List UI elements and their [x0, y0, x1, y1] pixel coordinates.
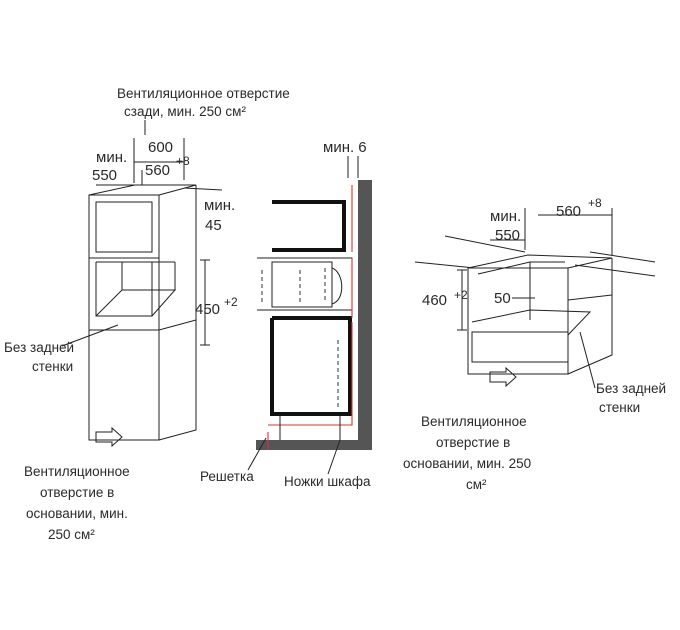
vent-base-right-line1: Вентиляционное [421, 414, 527, 429]
no-back-wall-line2: стенки [32, 359, 73, 374]
vent-base-text-line3: основании, мин. [26, 506, 128, 521]
dim-600-label: 600 [148, 139, 173, 156]
grille-label: Решетка [200, 469, 254, 484]
vent-base-arrow-icon-right [489, 366, 517, 388]
vent-base-right-line2: отверстие в [436, 435, 510, 450]
dim-min-label-right: мин. [490, 208, 521, 225]
vent-base-right-line3: основании, мин. 250 [403, 456, 531, 471]
vent-base-right-line4: см² [466, 477, 487, 492]
dim-min6-label: мин. 6 [323, 139, 367, 156]
vent-rear-text-line2: сзади, мин. 250 см² [124, 104, 246, 119]
right-cabinet: мин. 550 560 +8 460 +2 50 Без задней сте… [403, 196, 666, 492]
dim-450-tolerance: +2 [224, 295, 238, 309]
wall [358, 180, 372, 450]
dim-550-label-right: 550 [495, 227, 520, 244]
dim-560-tolerance: +8 [176, 154, 190, 168]
middle-section: мин. 6 Решетка Ножки шкафа [200, 139, 372, 489]
no-back-wall-right-line1: Без задней [596, 381, 666, 396]
dim-min45-label-a: мин. [204, 197, 235, 214]
cabinet-feet-label: Ножки шкафа [284, 474, 371, 489]
dim-min-label: мин. [96, 149, 127, 166]
dim-560-label-right: 560 [556, 203, 581, 220]
vent-rear-text-line1: Вентиляционное отверстие [117, 86, 290, 101]
no-back-wall-right-line2: стенки [599, 400, 640, 415]
vent-base-text-line4: 250 см² [48, 527, 95, 542]
vent-base-text-line1: Вентиляционное [24, 464, 130, 479]
dim-460-label: 460 [422, 292, 447, 309]
dim-460-tolerance: +2 [454, 288, 468, 302]
dim-50-label: 50 [494, 290, 511, 307]
dim-560-tolerance-right: +8 [588, 196, 602, 210]
dim-450-label: 450 [195, 301, 220, 318]
no-back-wall-line1: Без задней [4, 340, 74, 355]
dim-560-label: 560 [145, 162, 170, 179]
dim-550-label: 550 [92, 167, 117, 184]
vent-base-arrow-icon [95, 426, 123, 448]
vent-base-text-line2: отверстие в [40, 485, 114, 500]
dim-min45-label-b: 45 [205, 217, 222, 234]
left-cabinet: Вентиляционное отверстие сзади, мин. 250… [4, 86, 290, 542]
